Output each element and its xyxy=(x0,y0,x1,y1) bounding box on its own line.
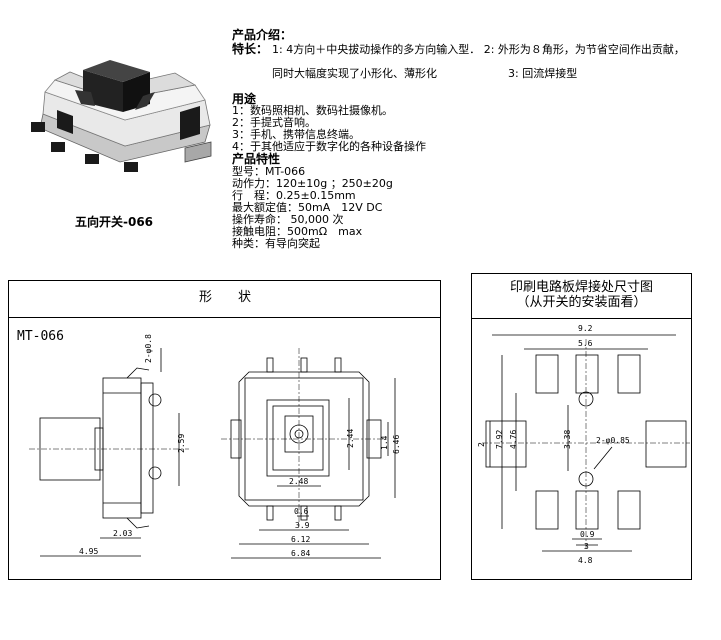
spec-item: 行 程：0.25±0.15mm xyxy=(232,189,356,202)
usage-heading: 用途 xyxy=(232,92,257,106)
dim-6-12: 6.12 xyxy=(291,535,310,544)
model-label: MT-066 xyxy=(17,329,64,344)
feature-line-2b: 3: 回流焊接型 xyxy=(508,67,578,80)
dim-2-44: 2.44 xyxy=(346,429,355,448)
shape-panel-title-bar: 形 状 xyxy=(9,281,440,318)
dim-6-84: 6.84 xyxy=(291,549,310,558)
pcb-dim-0-9: 0.9 xyxy=(580,530,595,539)
photo-caption: 五向开关-066 xyxy=(75,215,154,229)
pcb-dim-3: 3 xyxy=(584,542,589,551)
dim-2-59: 2.59 xyxy=(177,434,186,453)
dim-3-9: 3.9 xyxy=(295,521,310,530)
feature-label: 特长： xyxy=(232,42,269,56)
spec-item: 接触电阻：500mΩ max xyxy=(232,225,363,238)
dim-1-4: 1.4 xyxy=(380,435,389,450)
usage-list: 1：数码照相机、数码社摄像机。 2：手提式音响。 3：手机、携带信息终端。 4：… xyxy=(232,105,426,153)
dim-6-46: 6.46 xyxy=(392,435,401,454)
pcb-dim-4-8: 4.8 xyxy=(578,556,593,565)
feature-line-1: 1: 4方向＋中央拔动操作的多方向输入型． 2: 外形为８角形，为节省空间作出贡… xyxy=(272,43,685,56)
pcb-dim-5-6: 5.6 xyxy=(578,339,593,348)
dim-phi-0-8: 2-φ0.8 xyxy=(144,334,153,363)
spec-item: 操作寿命： 50,000 次 xyxy=(232,213,344,226)
spec-item: 动作力：120±10g ；250±20g xyxy=(232,177,393,190)
pcb-title-line-1: 印刷电路板焊接处尺寸图 xyxy=(509,280,653,295)
pcb-dim-7-92: 7.92 xyxy=(495,430,504,449)
shape-drawing: 2-φ0.8 2.59 2.03 4.95 2.44 2.48 0.6 3.9 … xyxy=(29,334,401,559)
spec-item: 种类：有导向突起 xyxy=(232,237,320,250)
specs-list: 型号：MT-066 动作力：120±10g ；250±20g 行 程：0.25±… xyxy=(232,166,393,250)
switch-photo-illustration xyxy=(31,60,212,172)
spec-item: 最大额定值：50mA 12V DC xyxy=(232,201,383,214)
pcb-dim-3-38: 3.38 xyxy=(563,430,572,449)
pcb-title-line-2: （从开关的安装面看） xyxy=(516,295,647,310)
feature-line-2a: 同时大幅度实现了小形化、薄形化 xyxy=(272,67,437,80)
shape-panel-title: 形 状 xyxy=(199,290,252,305)
dim-2-03: 2.03 xyxy=(113,529,132,538)
pcb-footprint-drawing: 9.2 5.6 7.92 4.76 2 3.38 2-φ0.85 0.9 3 4… xyxy=(477,324,690,565)
pcb-dim-phi-0-85: 2-φ0.85 xyxy=(596,436,630,445)
pcb-panel: 印刷电路板焊接处尺寸图 （从开关的安装面看） xyxy=(471,273,692,580)
intro-heading: 产品介绍： xyxy=(232,28,293,42)
dim-0-6: 0.6 xyxy=(294,507,309,516)
usage-item: 1：数码照相机、数码社摄像机。 xyxy=(232,104,393,117)
spec-item: 型号：MT-066 xyxy=(232,165,306,178)
pcb-dim-4-76: 4.76 xyxy=(509,430,518,449)
pcb-dim-2: 2 xyxy=(477,442,486,447)
shape-panel: 形 状 MT-066 xyxy=(8,280,441,580)
usage-item: 2：手提式音响。 xyxy=(232,116,316,129)
usage-item: 3：手机、携带信息终端。 xyxy=(232,128,360,141)
usage-item: 4：于其他适应于数字化的各种设备操作 xyxy=(232,140,426,153)
specs-heading: 产品特性 xyxy=(232,152,281,166)
dim-2-48: 2.48 xyxy=(289,477,308,486)
pcb-panel-title-bar: 印刷电路板焊接处尺寸图 （从开关的安装面看） xyxy=(472,274,691,319)
dim-4-95: 4.95 xyxy=(79,547,98,556)
pcb-dim-9-2: 9.2 xyxy=(578,324,593,333)
product-photo: 五向开关-066 xyxy=(25,30,225,228)
